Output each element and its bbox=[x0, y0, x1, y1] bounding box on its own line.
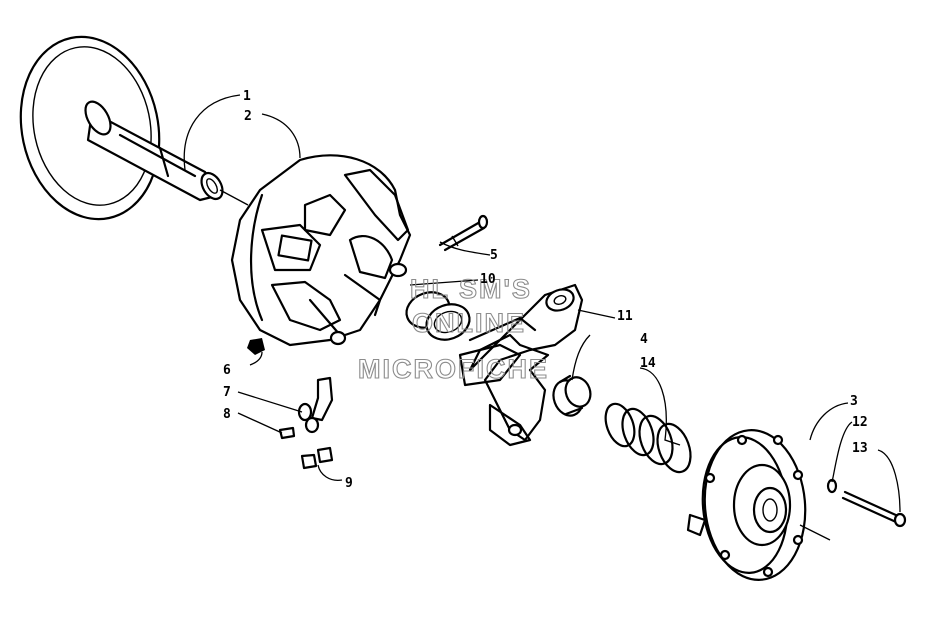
watermark-line1: HL SM'S bbox=[410, 274, 532, 304]
callout-13: 13 bbox=[852, 441, 868, 456]
fixed-sheave bbox=[19, 35, 249, 221]
callout-6-upper: 6 bbox=[223, 363, 231, 378]
pin-bolt bbox=[438, 214, 489, 252]
bushing bbox=[552, 374, 592, 417]
cover-bolt bbox=[826, 478, 907, 528]
cover-plate bbox=[686, 429, 831, 581]
callout-12: 12 bbox=[852, 415, 868, 430]
spider-assembly bbox=[458, 283, 584, 447]
small-hardware bbox=[247, 338, 334, 470]
callout-7: 7 bbox=[223, 385, 231, 400]
callout-4: 4 bbox=[640, 332, 648, 347]
watermark: HL SM'S ONLINE MICROFICHE bbox=[357, 273, 549, 384]
callout-3: 3 bbox=[850, 394, 858, 409]
watermark-line3: MICROFICHE bbox=[358, 354, 549, 384]
callout-2: 2 bbox=[244, 109, 252, 124]
callout-1: 1 bbox=[243, 89, 251, 104]
roller-washers bbox=[405, 291, 471, 341]
callout-14: 14 bbox=[640, 356, 656, 371]
watermark-line2: ONLINE bbox=[412, 308, 526, 338]
movable-sheave bbox=[230, 154, 412, 347]
leader-lines bbox=[183, 94, 901, 513]
callout-labels: 1 2 5 10 11 4 14 6 7 8 9 3 12 13 bbox=[223, 89, 868, 491]
callout-11: 11 bbox=[617, 309, 633, 324]
callout-5: 5 bbox=[490, 248, 498, 263]
callout-9: 9 bbox=[345, 476, 353, 491]
callout-8: 8 bbox=[223, 407, 231, 422]
callout-10: 10 bbox=[480, 272, 496, 287]
spring bbox=[604, 402, 692, 474]
